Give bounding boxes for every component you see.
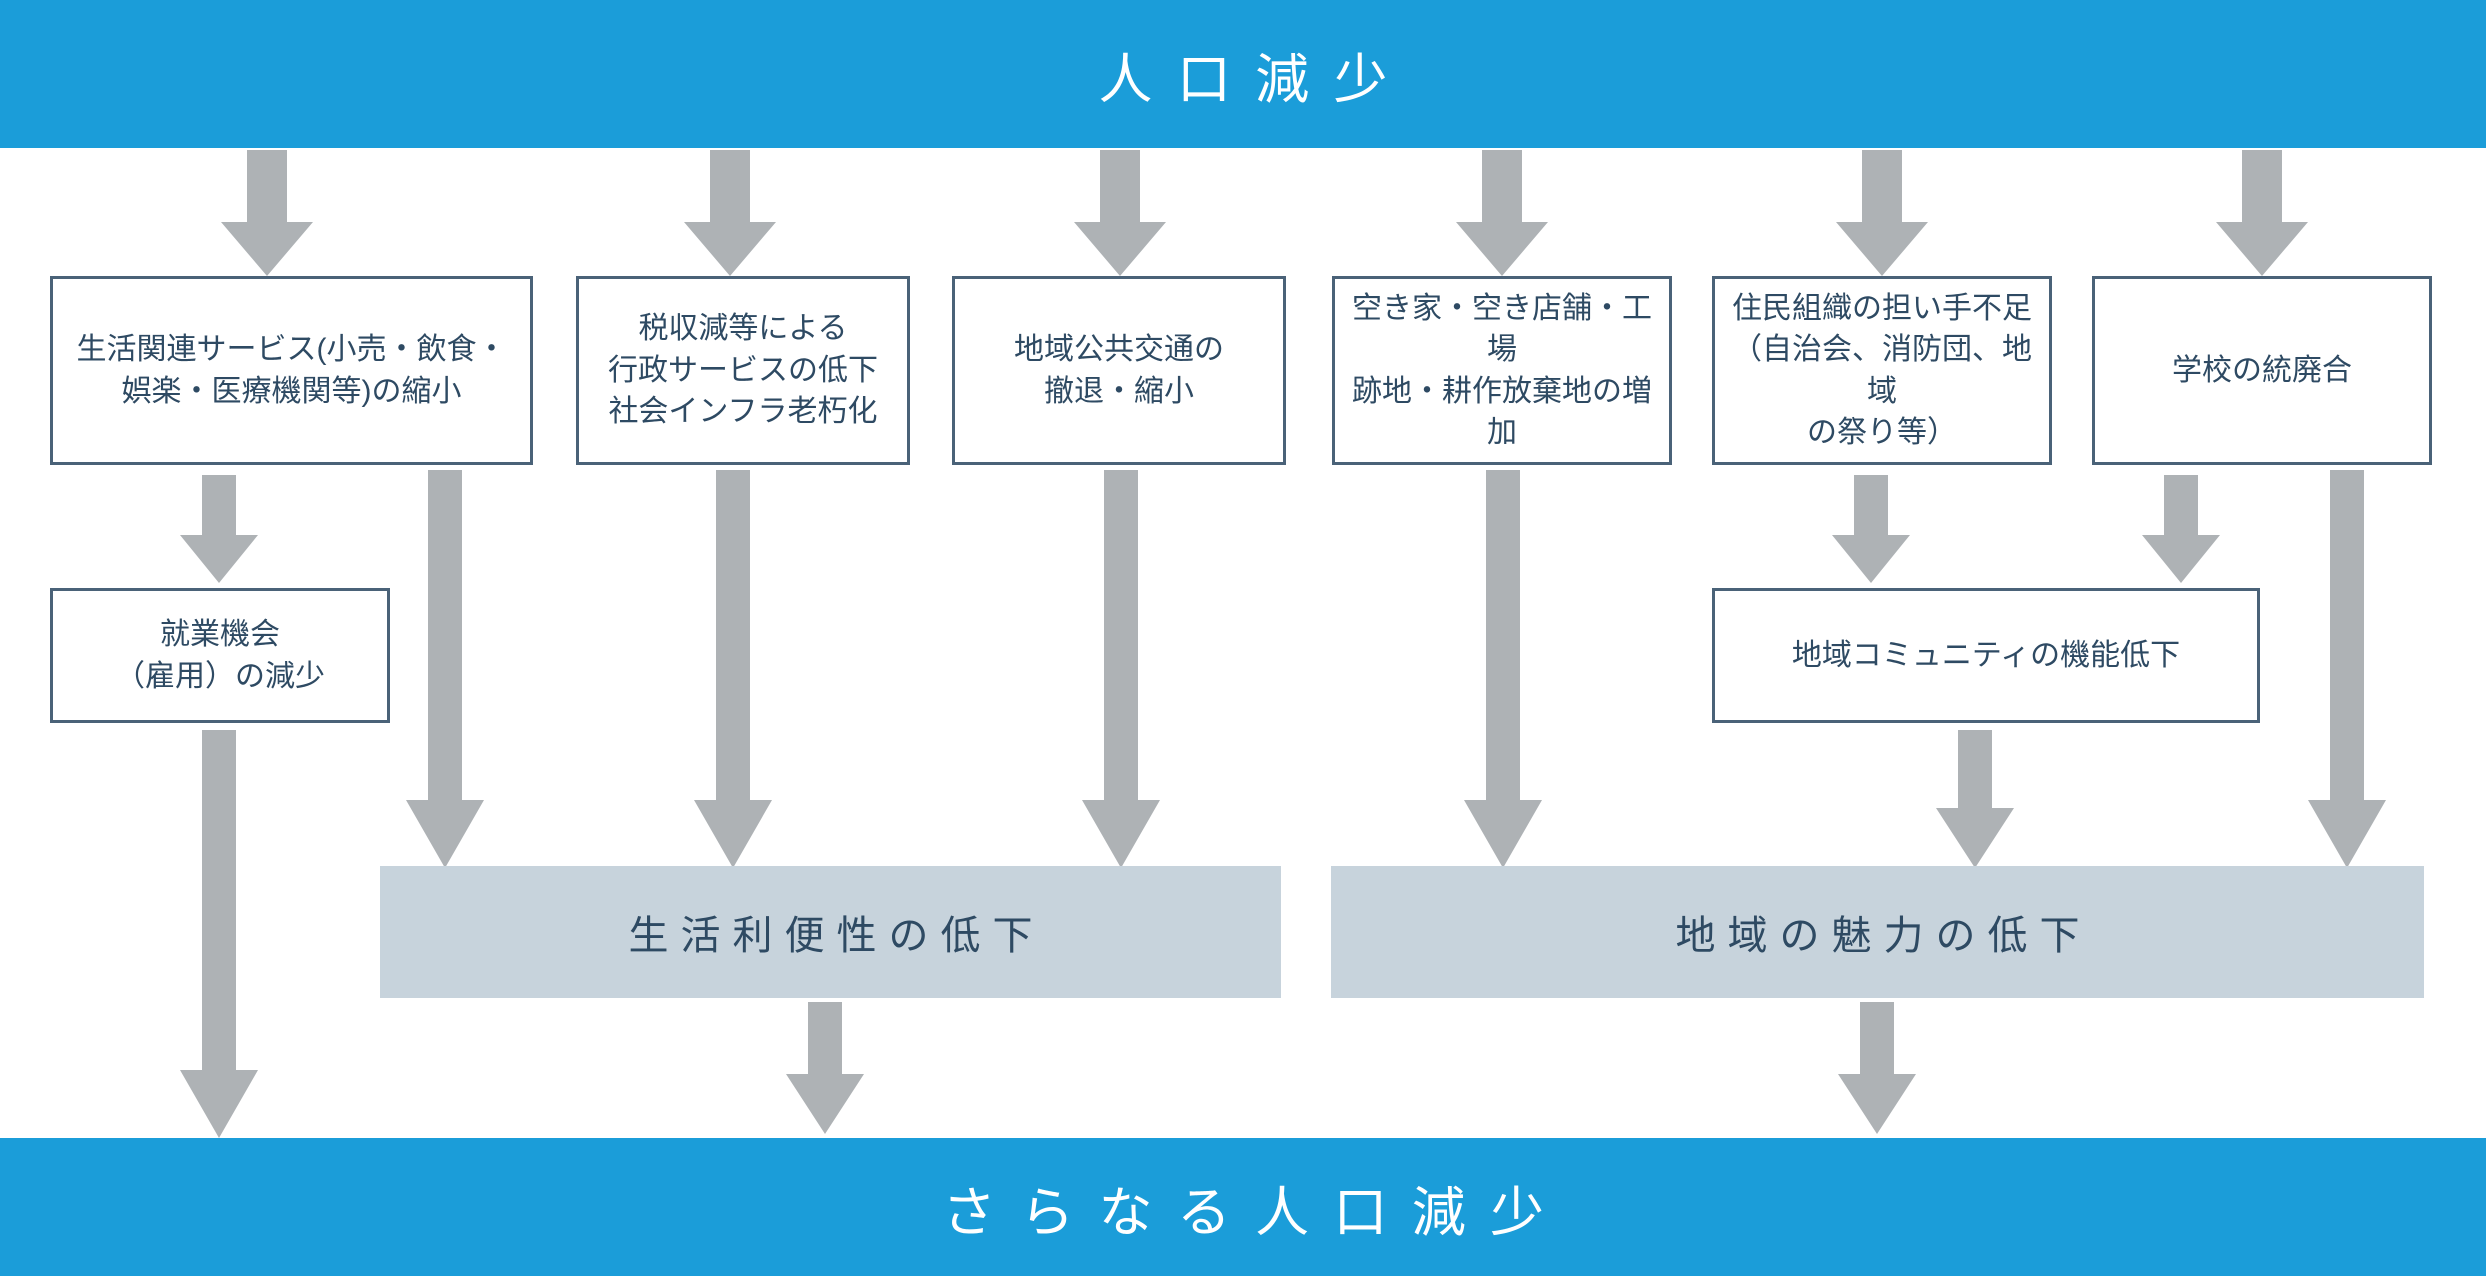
- node-transit-line2: 撤退・縮小: [1044, 374, 1194, 408]
- node-community-text: 地域コミュニティの機能低下: [1792, 635, 2180, 676]
- node-residents-line3: の祭り等）: [1807, 415, 1957, 449]
- summary-convenience-label: 生活利便性の低下: [628, 914, 1045, 958]
- arrow-convenience-to-further-decline: [786, 1002, 864, 1134]
- summary-attractiveness[interactable]: 地域の魅力の低下: [1331, 866, 2424, 998]
- node-vacant-line1: 空き家・空き店舗・工場: [1352, 291, 1652, 367]
- node-tax-line1: 税収減等による: [638, 312, 848, 346]
- arrow-community-to-attractiveness: [1936, 730, 2014, 868]
- summary-attractiveness-label: 地域の魅力の低下: [1675, 914, 2092, 958]
- node-vacant[interactable]: 空き家・空き店舗・工場 跡地・耕作放棄地の増 加: [1332, 276, 1672, 465]
- banner-population-decline: 人口減少: [0, 0, 2486, 148]
- node-vacant-text: 空き家・空き店舗・工場 跡地・耕作放棄地の増 加: [1343, 288, 1661, 454]
- arrow-residents-to-community: [1832, 475, 1910, 583]
- node-jobs-text: 就業機会 （雇用）の減少: [115, 614, 325, 697]
- arrow-tax-to-convenience: [694, 470, 772, 868]
- arrow-population-to-residents: [1836, 150, 1928, 276]
- arrow-population-to-vacant: [1456, 150, 1548, 276]
- arrow-population-to-tax: [684, 150, 776, 276]
- node-school[interactable]: 学校の統廃合: [2092, 276, 2432, 465]
- node-tax-line2: 行政サービスの低下: [608, 353, 878, 387]
- arrow-population-to-school: [2216, 150, 2308, 276]
- node-residents[interactable]: 住民組織の担い手不足 （自治会、消防団、地域 の祭り等）: [1712, 276, 2052, 465]
- node-services-line2: 娯楽・医療機関等)の縮小: [121, 374, 462, 408]
- node-residents-line1: 住民組織の担い手不足: [1732, 291, 2032, 325]
- arrow-services-to-convenience: [406, 470, 484, 868]
- summary-convenience[interactable]: 生活利便性の低下: [380, 866, 1281, 998]
- node-vacant-line2: 跡地・耕作放棄地の増: [1352, 374, 1652, 408]
- arrow-vacant-to-attractiveness: [1464, 470, 1542, 868]
- node-transit-line1: 地域公共交通の: [1014, 333, 1224, 367]
- node-services-text: 生活関連サービス(小売・飲食・ 娯楽・医療機関等)の縮小: [77, 329, 507, 412]
- node-transit[interactable]: 地域公共交通の 撤退・縮小: [952, 276, 1286, 465]
- node-residents-text: 住民組織の担い手不足 （自治会、消防団、地域 の祭り等）: [1723, 288, 2041, 454]
- node-jobs-line1: 就業機会: [160, 618, 280, 652]
- arrow-services-to-jobs: [180, 475, 258, 583]
- node-residents-line2: （自治会、消防団、地域: [1732, 333, 2032, 408]
- node-tax[interactable]: 税収減等による 行政サービスの低下 社会インフラ老朽化: [576, 276, 910, 465]
- node-tax-line3: 社会インフラ老朽化: [608, 395, 878, 429]
- node-transit-text: 地域公共交通の 撤退・縮小: [1014, 329, 1224, 412]
- node-jobs[interactable]: 就業機会 （雇用）の減少: [50, 588, 390, 723]
- node-school-line1: 学校の統廃合: [2172, 353, 2352, 387]
- node-services[interactable]: 生活関連サービス(小売・飲食・ 娯楽・医療機関等)の縮小: [50, 276, 533, 465]
- node-community[interactable]: 地域コミュニティの機能低下: [1712, 588, 2260, 723]
- node-jobs-line2: （雇用）の減少: [115, 659, 325, 693]
- arrow-population-to-services: [221, 150, 313, 276]
- node-services-line1: 生活関連サービス(小売・飲食・: [76, 333, 507, 367]
- arrow-school-to-attractiveness: [2308, 470, 2386, 868]
- node-tax-text: 税収減等による 行政サービスの低下 社会インフラ老朽化: [608, 308, 878, 432]
- arrow-school-to-community: [2142, 475, 2220, 583]
- banner-further-population-decline: さらなる人口減少: [0, 1138, 2486, 1276]
- arrow-population-to-transit: [1074, 150, 1166, 276]
- arrow-attractiveness-to-further-decline: [1838, 1002, 1916, 1134]
- arrow-transit-to-convenience: [1082, 470, 1160, 868]
- node-vacant-line3: 加: [1487, 415, 1517, 449]
- arrow-jobs-to-further-decline: [180, 730, 258, 1138]
- node-community-line1: 地域コミュニティの機能低下: [1791, 638, 2181, 672]
- node-school-text: 学校の統廃合: [2172, 350, 2352, 391]
